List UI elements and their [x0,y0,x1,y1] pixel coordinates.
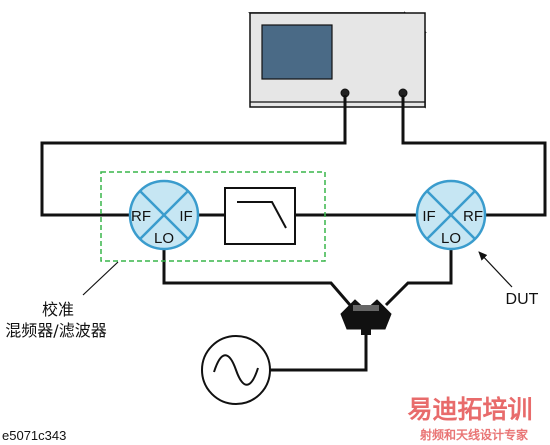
dut-arrow [478,251,513,288]
network-analyzer [248,11,427,109]
dut-mixer [415,179,487,251]
cables [40,95,547,372]
cal-mixer-rf-label: RF [131,208,151,225]
dut-label: DUT [506,291,539,308]
watermark-title: 易迪拓培训 [407,395,532,424]
signal-source-icon [201,335,271,405]
watermark-subtitle: 射频和天线设计专家 [419,427,529,442]
calibration-label-line2: 混频器/滤波器 [5,321,106,340]
calibration-group-box [100,171,326,262]
cal-mixer-if-label: IF [179,208,192,225]
dut-mixer-if-label: IF [422,208,435,225]
cal-mixer-lo-label: LO [154,230,174,247]
cal-mixer [128,179,200,251]
lowpass-filter [224,187,296,245]
dut-mixer-lo-label: LO [441,230,461,247]
dut-mixer-rf-label: RF [463,208,483,225]
calibration-label-line1: 校准 [42,300,74,319]
calibration-leader-line [82,261,119,296]
figure-id: e5071c343 [2,428,66,443]
analyzer-screen [261,24,333,80]
power-splitter [340,299,392,335]
